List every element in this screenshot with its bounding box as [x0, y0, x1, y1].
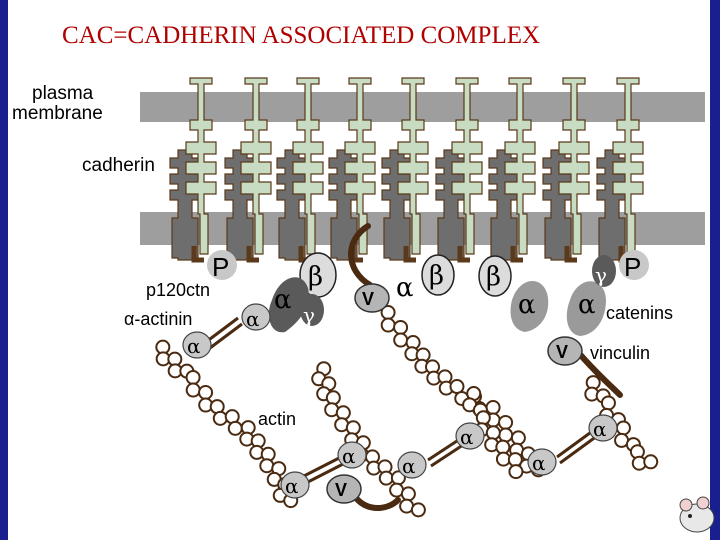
- actin-bead: [393, 319, 409, 335]
- alpha-actinin-shape-1: [241, 303, 271, 331]
- label-plasma: plasma: [32, 83, 94, 104]
- cadherin-dimer: [381, 77, 429, 263]
- label-cadherin: cadherin: [82, 155, 155, 176]
- alpha-catenin-symbol-2: α: [396, 273, 414, 303]
- label-p120ctn: p120ctn: [146, 280, 211, 300]
- alpha-catenin-shape-4: [566, 281, 606, 336]
- phospho-symbol-2: P: [624, 252, 641, 282]
- cadherin-dimer: [488, 77, 536, 263]
- cadherin-dimer: [169, 77, 217, 263]
- label-actin: actin: [258, 409, 297, 429]
- alpha-actinin-symbol-2: α: [187, 334, 201, 358]
- vinculin-symbol-2: V: [556, 342, 568, 362]
- alpha-actinin-shape-6: [455, 422, 485, 450]
- cadherin-dimer: [328, 77, 376, 263]
- actin-bead: [380, 317, 396, 333]
- p120-phospho-shape: [207, 250, 237, 280]
- actin-bead: [335, 405, 351, 421]
- cadherin-dimer: [276, 77, 324, 263]
- alpha-actinin-shape-5: [397, 451, 427, 479]
- cadherin-dimer: [596, 77, 644, 263]
- phospho-shape-2: [619, 250, 649, 280]
- actin-bead: [393, 332, 409, 348]
- cadherin-dimer: [542, 77, 590, 263]
- alpha-actinin-symbol-8: α: [593, 417, 607, 441]
- actin-bead: [410, 502, 426, 518]
- alpha-catenin-symbol-1: α: [274, 285, 292, 315]
- actin-bead: [475, 410, 491, 426]
- actin-bead: [212, 410, 228, 426]
- actin-bead: [643, 454, 659, 470]
- actin-bead: [600, 395, 616, 411]
- actin-bead: [185, 382, 201, 398]
- alpha-actinin-shape-4: [280, 471, 310, 499]
- actin-bead: [227, 420, 243, 436]
- catenin-proteins: β α γ P α α V α β β α α γ: [182, 250, 649, 504]
- actin-bead: [400, 486, 416, 502]
- actin-bead: [498, 427, 514, 443]
- beta-catenin-shape-2: [421, 254, 455, 296]
- gamma-catenin-shape-2: [592, 255, 616, 287]
- alpha-catenin-symbol-4: α: [578, 290, 596, 320]
- actin-bead: [378, 470, 394, 486]
- alpha-catenin-shape-3: [510, 280, 549, 332]
- cadherin-dimer: [224, 77, 272, 263]
- alpha-actinin-symbol-7: α: [532, 451, 546, 475]
- phospho-symbol-1: P: [212, 252, 229, 282]
- alpha-actinin-shape-8: [588, 414, 618, 442]
- alpha-actinin-symbol-6: α: [460, 425, 474, 449]
- slide-edge-left: [0, 0, 8, 540]
- gamma-catenin-symbol-2: γ: [595, 263, 607, 287]
- gamma-catenin-symbol-1: γ: [303, 303, 315, 327]
- alpha-actinin-symbol-4: α: [285, 474, 299, 498]
- beta-catenin-symbol-2: β: [429, 261, 444, 291]
- label-vinculin: vinculin: [590, 343, 651, 363]
- label-membrane: membrane: [12, 103, 103, 124]
- beta-catenin-shape-3: [478, 255, 512, 297]
- vinculin-shape-1: [354, 283, 390, 313]
- actin-bead: [615, 420, 631, 436]
- vinculin-symbol-3: V: [335, 480, 347, 500]
- actin-bead: [508, 464, 524, 480]
- vinculin-linker: [575, 349, 623, 398]
- cadherin-dimer: [435, 77, 483, 263]
- slide-title: CAC=CADHERIN ASSOCIATED COMPLEX: [62, 22, 541, 49]
- alpha-catenin-symbol-3: α: [518, 290, 536, 320]
- actin-bead: [485, 425, 501, 441]
- actin-bead: [498, 414, 514, 430]
- actin-filaments: [155, 304, 659, 518]
- vinculin-actin-linker: [353, 495, 401, 511]
- plasma-membrane-outer: [140, 92, 705, 122]
- mouse-mascot-icon: [679, 496, 715, 533]
- gamma-catenin-shape: [300, 294, 324, 326]
- alpha-actinin-symbol-5: α: [402, 454, 416, 478]
- alpha-actinin-symbol-3: α: [342, 444, 356, 468]
- actin-bead: [185, 369, 201, 385]
- actin-bead: [259, 458, 275, 474]
- beta-catenin-symbol-3: β: [486, 262, 501, 292]
- actin-bead: [325, 390, 341, 406]
- linker-chains: [348, 223, 623, 511]
- actin-bead: [198, 384, 214, 400]
- alpha-actinin-shape-2: [182, 331, 212, 359]
- label-alpha-actinin: α-actinin: [124, 309, 193, 329]
- slide-edge-right: [710, 0, 720, 540]
- vinculin-shape-3: [326, 474, 362, 504]
- label-catenins: catenins: [606, 303, 674, 323]
- alpha-catenin-dark-shape: [268, 277, 309, 333]
- beta-catenin-symbol: β: [308, 262, 323, 292]
- actin-bead: [510, 430, 526, 446]
- actin-bead: [485, 399, 501, 415]
- beta-alpha-linker: [348, 223, 373, 288]
- alpha-actinin-shape-7: [527, 448, 557, 476]
- alpha-actinin-shape-3: [337, 441, 367, 469]
- cadherin-dimers: [169, 77, 644, 263]
- alpha-actinin-symbol-1: α: [246, 307, 260, 331]
- vinculin-symbol-1: V: [362, 289, 374, 309]
- actin-bead: [345, 420, 361, 436]
- vinculin-shape-2: [547, 336, 583, 366]
